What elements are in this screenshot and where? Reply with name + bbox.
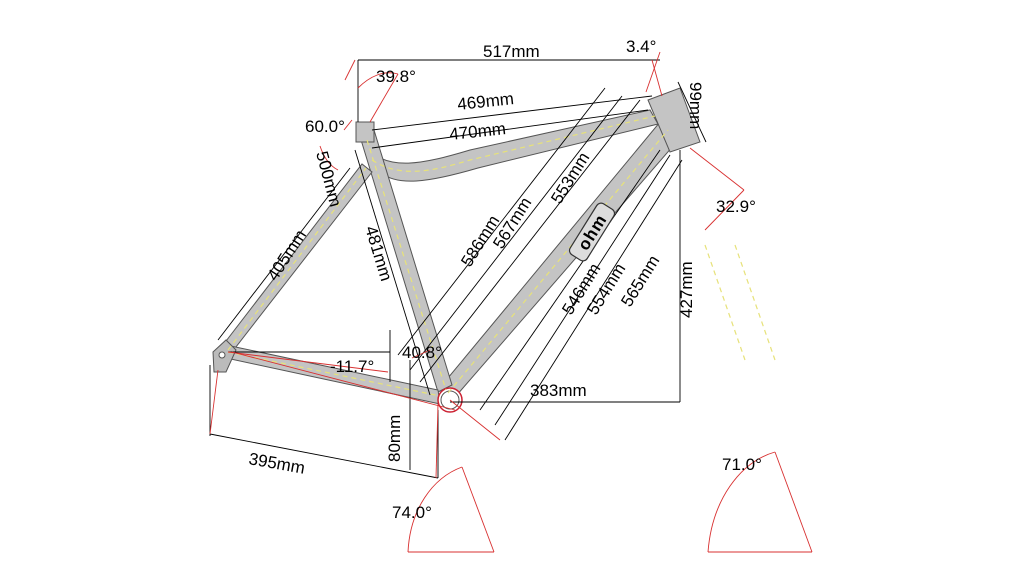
seat-stay — [222, 163, 373, 353]
label-80: 80mm — [385, 415, 404, 462]
construction-lines — [209, 51, 813, 553]
seat-clamp — [355, 121, 375, 143]
centerlines — [227, 115, 776, 397]
head-tube — [647, 87, 701, 153]
label-427: 427mm — [677, 261, 696, 318]
top-tube — [367, 109, 659, 182]
dimension-lines — [209, 59, 707, 479]
label-469: 469mm — [456, 89, 514, 114]
label-383: 383mm — [530, 381, 587, 400]
label-minus-11-7: -11.7° — [330, 357, 374, 376]
label-40-8: 40.8° — [402, 343, 442, 362]
label-39-8: 39.8° — [376, 67, 416, 86]
label-500: 500mm — [312, 149, 345, 209]
label-565: 565mm — [617, 252, 663, 310]
label-517: 517mm — [483, 42, 540, 61]
label-32-9: 32.9° — [716, 197, 756, 216]
label-395: 395mm — [247, 449, 306, 478]
label-3-4: 3.4° — [626, 37, 656, 56]
dropout-hole — [218, 351, 226, 359]
label-71-0: 71.0° — [722, 455, 762, 474]
label-60-0: 60.0° — [305, 117, 345, 136]
label-74-0: 74.0° — [392, 503, 432, 522]
brand-logo: ohm — [568, 202, 616, 262]
label-553: 553mm — [547, 149, 593, 207]
label-470: 470mm — [448, 119, 506, 144]
label-99: 99mm — [686, 82, 705, 129]
